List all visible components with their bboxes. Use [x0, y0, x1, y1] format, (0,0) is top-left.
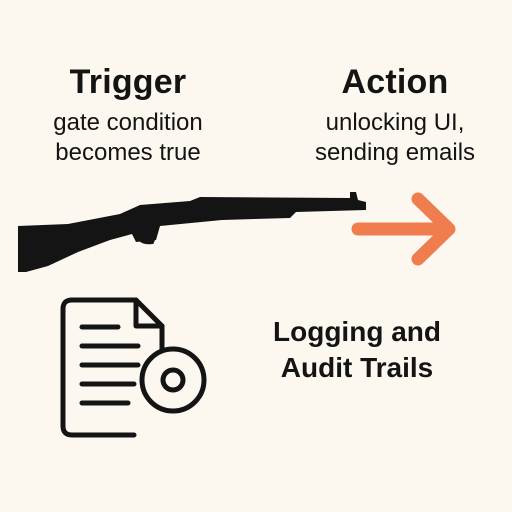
action-description-line-1: unlocking UI, [325, 109, 465, 136]
action-heading: Action [341, 63, 449, 101]
action-block: Action unlocking UI, sending emails [300, 62, 490, 168]
trigger-heading: Trigger [69, 63, 187, 101]
trigger-description: gate condition becomes true [28, 108, 228, 168]
trigger-description-line-1: gate condition [53, 109, 203, 136]
logging-line-2: Audit Trails [280, 352, 434, 383]
trigger-description-line-2: becomes true [55, 139, 201, 166]
trigger-block: Trigger gate condition becomes true [28, 62, 228, 168]
action-description-line-2: sending emails [314, 139, 476, 166]
logging-line-1: Logging and [273, 316, 441, 347]
action-description: unlocking UI, sending emails [300, 108, 490, 168]
logging-audit-label: Logging and Audit Trails [262, 314, 452, 386]
